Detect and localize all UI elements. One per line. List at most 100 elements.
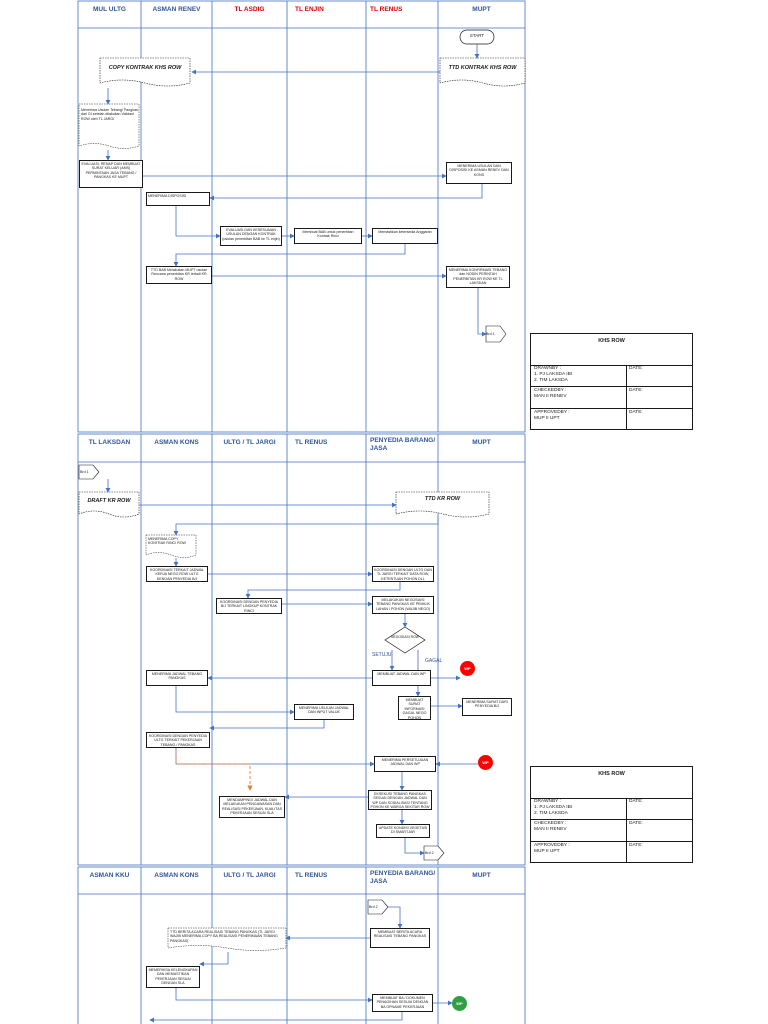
- khs-row-table-2: KHS ROW DRAWNBY : 1. PJ LAKSDA IBI 2. TI…: [530, 766, 693, 863]
- khs2-drawn-label: DRAWNBY :: [534, 799, 561, 804]
- copy-kontrak-khs-row: COPY KONTRAK KHS ROW: [108, 65, 182, 71]
- ttd-kr-row: TTD KR ROW: [424, 496, 461, 502]
- wp-circle-3: WP: [452, 996, 467, 1011]
- draft-kr-row: DRAFT KR ROW: [87, 498, 131, 504]
- khs1-date-3: DATE:: [629, 410, 643, 415]
- box-membuat-jadwal-wp: MEMBUAT JADWAL DAN WP: [372, 670, 431, 686]
- s1-lane-asman-renev: ASMAN RENEV: [152, 6, 201, 13]
- khs2-checked-val: MAN II RENEV: [534, 827, 567, 832]
- note-menerima-copy: MENERIMA COPY KONTRAK RINCI ROW: [148, 537, 186, 546]
- box-update-kondisi: UPDATE KONDISI VEGETASI DI SMARTJAR: [376, 824, 430, 838]
- s1-lane-tl-renus: TL RENUS: [370, 6, 403, 13]
- brd1-in-label: Brd 1: [80, 470, 89, 474]
- box-membuat-berita-acara: MEMBUAT BERITA ACARA REALISASI TEBANG PA…: [370, 928, 430, 948]
- khs-row-table-1: KHS ROW DRAWNBY : 1. PJ LAKSDA IBI 2. TI…: [530, 333, 693, 430]
- box-menerima-usulan-disposisi: MENERIMA USULAN DAN DISPOSISI KE ASMAN R…: [446, 162, 512, 184]
- start-label: START: [469, 34, 485, 38]
- section3-grid: [77, 866, 526, 1024]
- note-copy-shape: [145, 534, 197, 558]
- s2-lane-tl-renus: TL RENUS: [295, 439, 328, 446]
- khs2-checked-label: CHECKEDBY :: [534, 821, 567, 826]
- brd1-out-label: Brd 1: [486, 332, 495, 336]
- box-usulan-jadwal: MENERIMA USULAN JADWAL DAN INPUT VALUE: [294, 704, 354, 720]
- box-evaluasi-renap: EVALUASI, RENAP DAN MEMBUAT SURAT KELUAR…: [79, 160, 143, 188]
- s1-lane-tl-asdig: TL ASDIG: [234, 6, 265, 13]
- s2-lane-mupt: MUPT: [472, 439, 491, 446]
- s2-lane-ultg-tl-jargi: ULTG / TL JARGI: [223, 439, 276, 446]
- s2-lane-penyedia: PENYEDIA BARANG/ JASA: [370, 437, 436, 452]
- box-dokumen-penagihan: MEMBUAT BA / DOKUMEN PENAGIHAN SESUAI DE…: [372, 994, 433, 1012]
- box-melakukan-nego: MELAKUKAN NEGOSIASI TEBANG PANGKAS KE PE…: [372, 596, 434, 614]
- note-ttd-berita-acara: TTD BERITA ACARA REALISASI TEBANG PANGKA…: [170, 930, 278, 943]
- brd1-out-shape: [485, 325, 507, 343]
- brd2-out-label: Brd 2: [425, 851, 434, 855]
- note-menerima-usulan: Menerima Usulan Tebang/ Pangkas dari GI …: [81, 108, 138, 121]
- box-menerima-surat: MENERIMA SURAT DARI PENYEDIA B/J: [462, 698, 512, 716]
- box-menerima-jadwal-tebang: MENERIMA JADWAL TEBANG PANGKAS: [146, 670, 208, 686]
- section3-connectors: [149, 906, 453, 1023]
- khs1-drawn-label: DRAWNBY :: [534, 366, 561, 371]
- draft-kr-doc-shape: [78, 491, 140, 518]
- gagal-label: GAGAL: [425, 658, 443, 664]
- khs2-date-2: DATE:: [629, 821, 643, 826]
- khs2-drawn-2: 2. TIM LAKSDA: [534, 811, 568, 816]
- orange-dashed-connector: [175, 750, 253, 791]
- section1-grid: [77, 0, 526, 433]
- box-menerima-disposisi: MENERIMA DISPOSISI: [146, 192, 210, 206]
- box-koordinasi-jadwal: KOORDINASI TERKAIT JADWAL KERJA NEGO ROW…: [146, 566, 208, 582]
- s3-lane-asman-kku: ASMAN KKU: [89, 872, 130, 879]
- box-memastikan-anggaran: Memastikan ketersedia Anggaran: [372, 228, 438, 244]
- khs1-date-2: DATE:: [629, 388, 643, 393]
- note-ttd-berita-shape: [167, 927, 287, 951]
- box-evaluasi-kesesuaian: EVALUASI DAN KESESUAIAN USULAN DENGAN KO…: [220, 226, 282, 246]
- khs2-title: KHS ROW: [598, 771, 625, 777]
- s3-lane-tl-renus: TL RENUS: [295, 872, 328, 879]
- brd1-in-shape: [78, 464, 100, 480]
- khs1-drawn-2: 2. TIM LAKSDA: [534, 378, 568, 383]
- khs2-approved-label: APPROVEDBY :: [534, 843, 570, 848]
- setuju-label: SETUJU: [372, 652, 392, 658]
- brd2-out-shape: [423, 845, 445, 861]
- copy-kontrak-doc-shape: [99, 57, 191, 87]
- diamond-label: NEGOSIASI ROW: [391, 635, 419, 639]
- s3-lane-asman-kons: ASMAN KONS: [154, 872, 199, 879]
- brd2-in-shape: [367, 899, 389, 915]
- box-eksekusi: EKSEKUSI TEBANG PANGKAS SESUAI DENGAN JA…: [368, 790, 432, 810]
- khs2-date-3: DATE:: [629, 843, 643, 848]
- decision-diamond: [384, 626, 426, 654]
- box-koordinasi-penyedia: KOORDINASI DENGAN PENYEDIA B/J TERKAIT L…: [216, 598, 282, 614]
- s3-lane-penyedia: PENYEDIA BARANG/ JASA: [370, 870, 436, 885]
- s1-lane-mupt: MUPT: [472, 6, 491, 13]
- note-usulan-shape: [78, 103, 140, 149]
- khs2-date-1: DATE:: [629, 799, 643, 804]
- box-memastikan-sla: MEMERIKSA KELENGKAPAN DAN MEMASTIKAN PEK…: [146, 966, 200, 988]
- s3-lane-mupt: MUPT: [472, 872, 491, 879]
- s3-lane-ultg-tl-jargi: ULTG / TL JARGI: [223, 872, 276, 879]
- ttd-kontrak-khs-row: TTD KONTRAK KHS ROW: [448, 65, 517, 71]
- box-ttd-bab: TTD BAB Melakukan MUPT usulan Rencana pe…: [146, 266, 212, 284]
- box-koordinasi-ultg: KOORDINASI DENGAN ULTG DAN TL JARGI TERK…: [372, 566, 434, 582]
- s2-lane-tl-laksdan: TL LAKSDAN: [88, 439, 131, 446]
- s2-lane-asman-kons: ASMAN KONS: [154, 439, 199, 446]
- wp-circle-1: WP: [460, 661, 475, 676]
- s1-lane-tl-enjin: TL ENJIN: [295, 6, 324, 13]
- khs1-checked-val: MAN II RENEV: [534, 394, 567, 399]
- khs1-checked-label: CHECKEDBY :: [534, 388, 567, 393]
- ttd-kr-doc-shape: [395, 491, 490, 518]
- box-koordinasi-ultg-2: KOORDINASI DENGAN PENYEDIA ULTG TERKAIT …: [146, 732, 210, 748]
- khs2-approved-val: MUP II UPT: [534, 849, 560, 854]
- box-menerima-persetujuan: MENERIMA PERSETUJUAN JADWAL DAN WP: [374, 756, 436, 772]
- khs2-drawn-1: 1. PJ LAKSDA IBI: [534, 805, 573, 810]
- box-pengawasan: MENDAMPINGI JADWAL DAN MELAKUKAN PENGAWA…: [219, 796, 285, 818]
- khs1-title: KHS ROW: [598, 338, 625, 344]
- box-menerima-konfirmasi: MENERIMA KONFIRMASI TEBANG dan NODIN PER…: [446, 266, 510, 288]
- khs1-approved-label: APPROVEDBY :: [534, 410, 570, 415]
- ttd-kontrak-doc-shape: [439, 57, 526, 87]
- s1-lane-mul-ultg: MUL ULTG: [93, 6, 126, 13]
- section1-connectors: [105, 44, 487, 337]
- brd2-in-label: Brd 2: [369, 905, 378, 909]
- wp-circle-2: WP: [478, 755, 493, 770]
- section2-connectors: [105, 479, 478, 856]
- box-membuat-bab: Membuat BAB untuk penerbitan Kontrak Rin…: [294, 228, 362, 244]
